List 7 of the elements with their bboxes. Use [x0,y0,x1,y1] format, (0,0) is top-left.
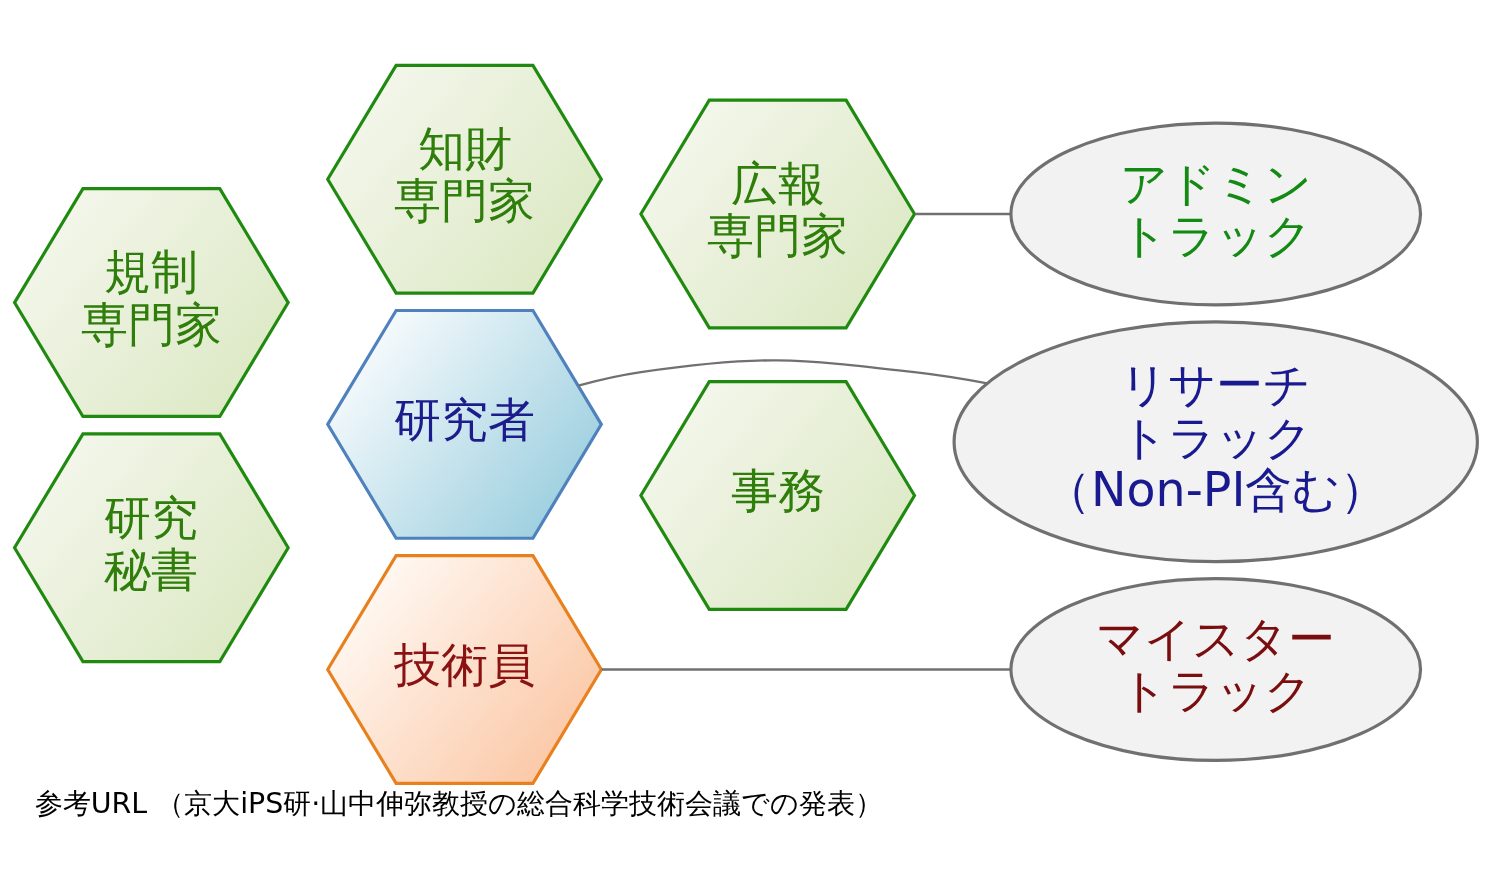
caption: 参考URL （京大iPS研·山中伸弥教授の総合科学技術会議での発表） [34,786,884,820]
node-ellipse: リサーチトラック（Non-PI含む） [952,320,1479,564]
connector [578,359,988,387]
node-ellipse: アドミントラック [1009,121,1423,307]
node-ellipse: マイスタートラック [1009,577,1423,763]
connector [601,668,1011,671]
connector [915,212,1011,216]
